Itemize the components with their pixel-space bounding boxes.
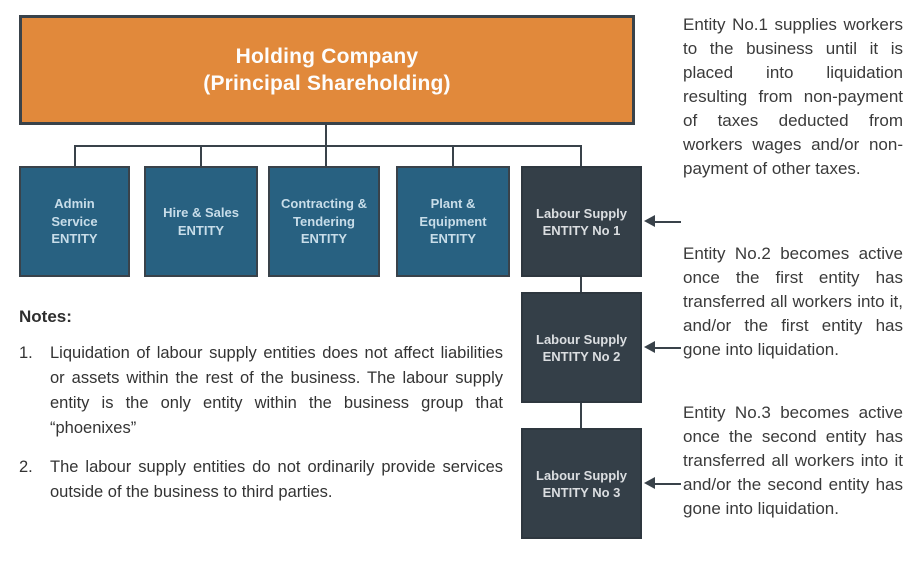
connector-labour-1-to-2 [580,277,582,292]
holding-company-box: Holding Company (Principal Shareholding) [19,15,635,125]
holding-company-label: Holding Company (Principal Shareholding) [203,45,451,95]
labour-supply-box-2: Labour Supply ENTITY No 2 [521,292,642,403]
arrow-head [644,341,655,353]
note-number: 2. [19,458,33,476]
connector-labour-2-to-3 [580,403,582,428]
note-text: The labour supply entities do not ordina… [50,458,503,501]
left-arrow-icon [644,215,681,229]
arrow-head [644,477,655,489]
labour-supply-label: Labour Supply ENTITY No 2 [536,331,627,364]
entity-label: Plant & Equipment ENTITY [419,196,487,247]
connector-drop-admin [74,146,76,166]
arrow-shaft [652,482,681,485]
arrow-head [644,215,655,227]
annotation-entity-3: Entity No.3 becomes active once the seco… [683,403,903,518]
note-item-2: 2. The labour supply entities do not ord… [19,455,503,505]
connector-drop-hire-sales [200,146,202,166]
connector-drop-plant-equipment [452,146,454,166]
annotation-entity-1: Entity No.1 supplies workers to the busi… [683,15,903,178]
arrow-shaft [652,220,681,223]
entity-box-hire-sales: Hire & Sales ENTITY [144,166,258,277]
left-arrow-icon [644,477,681,491]
entity-label: Contracting & Tendering ENTITY [281,196,367,247]
left-arrow-icon [644,341,681,355]
labour-supply-box-3: Labour Supply ENTITY No 3 [521,428,642,539]
annotation-entity-2: Entity No.2 becomes active once the firs… [683,244,903,359]
entity-label: Hire & Sales ENTITY [163,205,239,238]
note-number: 1. [19,344,33,362]
notes-heading: Notes: [19,307,72,326]
entity-label: Admin Service ENTITY [51,196,98,247]
arrow-shaft [652,346,681,349]
labour-supply-label: Labour Supply ENTITY No 3 [536,467,627,500]
connector-drop-labour-supply-1 [580,146,582,166]
connector-horizontal-bar [74,145,582,147]
note-item-1: 1. Liquidation of labour supply entities… [19,341,503,441]
labour-supply-label: Labour Supply ENTITY No 1 [536,205,627,238]
notes-section: Notes: 1. Liquidation of labour supply e… [19,307,503,519]
entity-box-plant-equipment: Plant & Equipment ENTITY [396,166,510,277]
note-text: Liquidation of labour supply entities do… [50,344,503,437]
entity-box-contracting-tendering: Contracting & Tendering ENTITY [268,166,380,277]
entity-box-admin-service: Admin Service ENTITY [19,166,130,277]
labour-supply-box-1: Labour Supply ENTITY No 1 [521,166,642,277]
